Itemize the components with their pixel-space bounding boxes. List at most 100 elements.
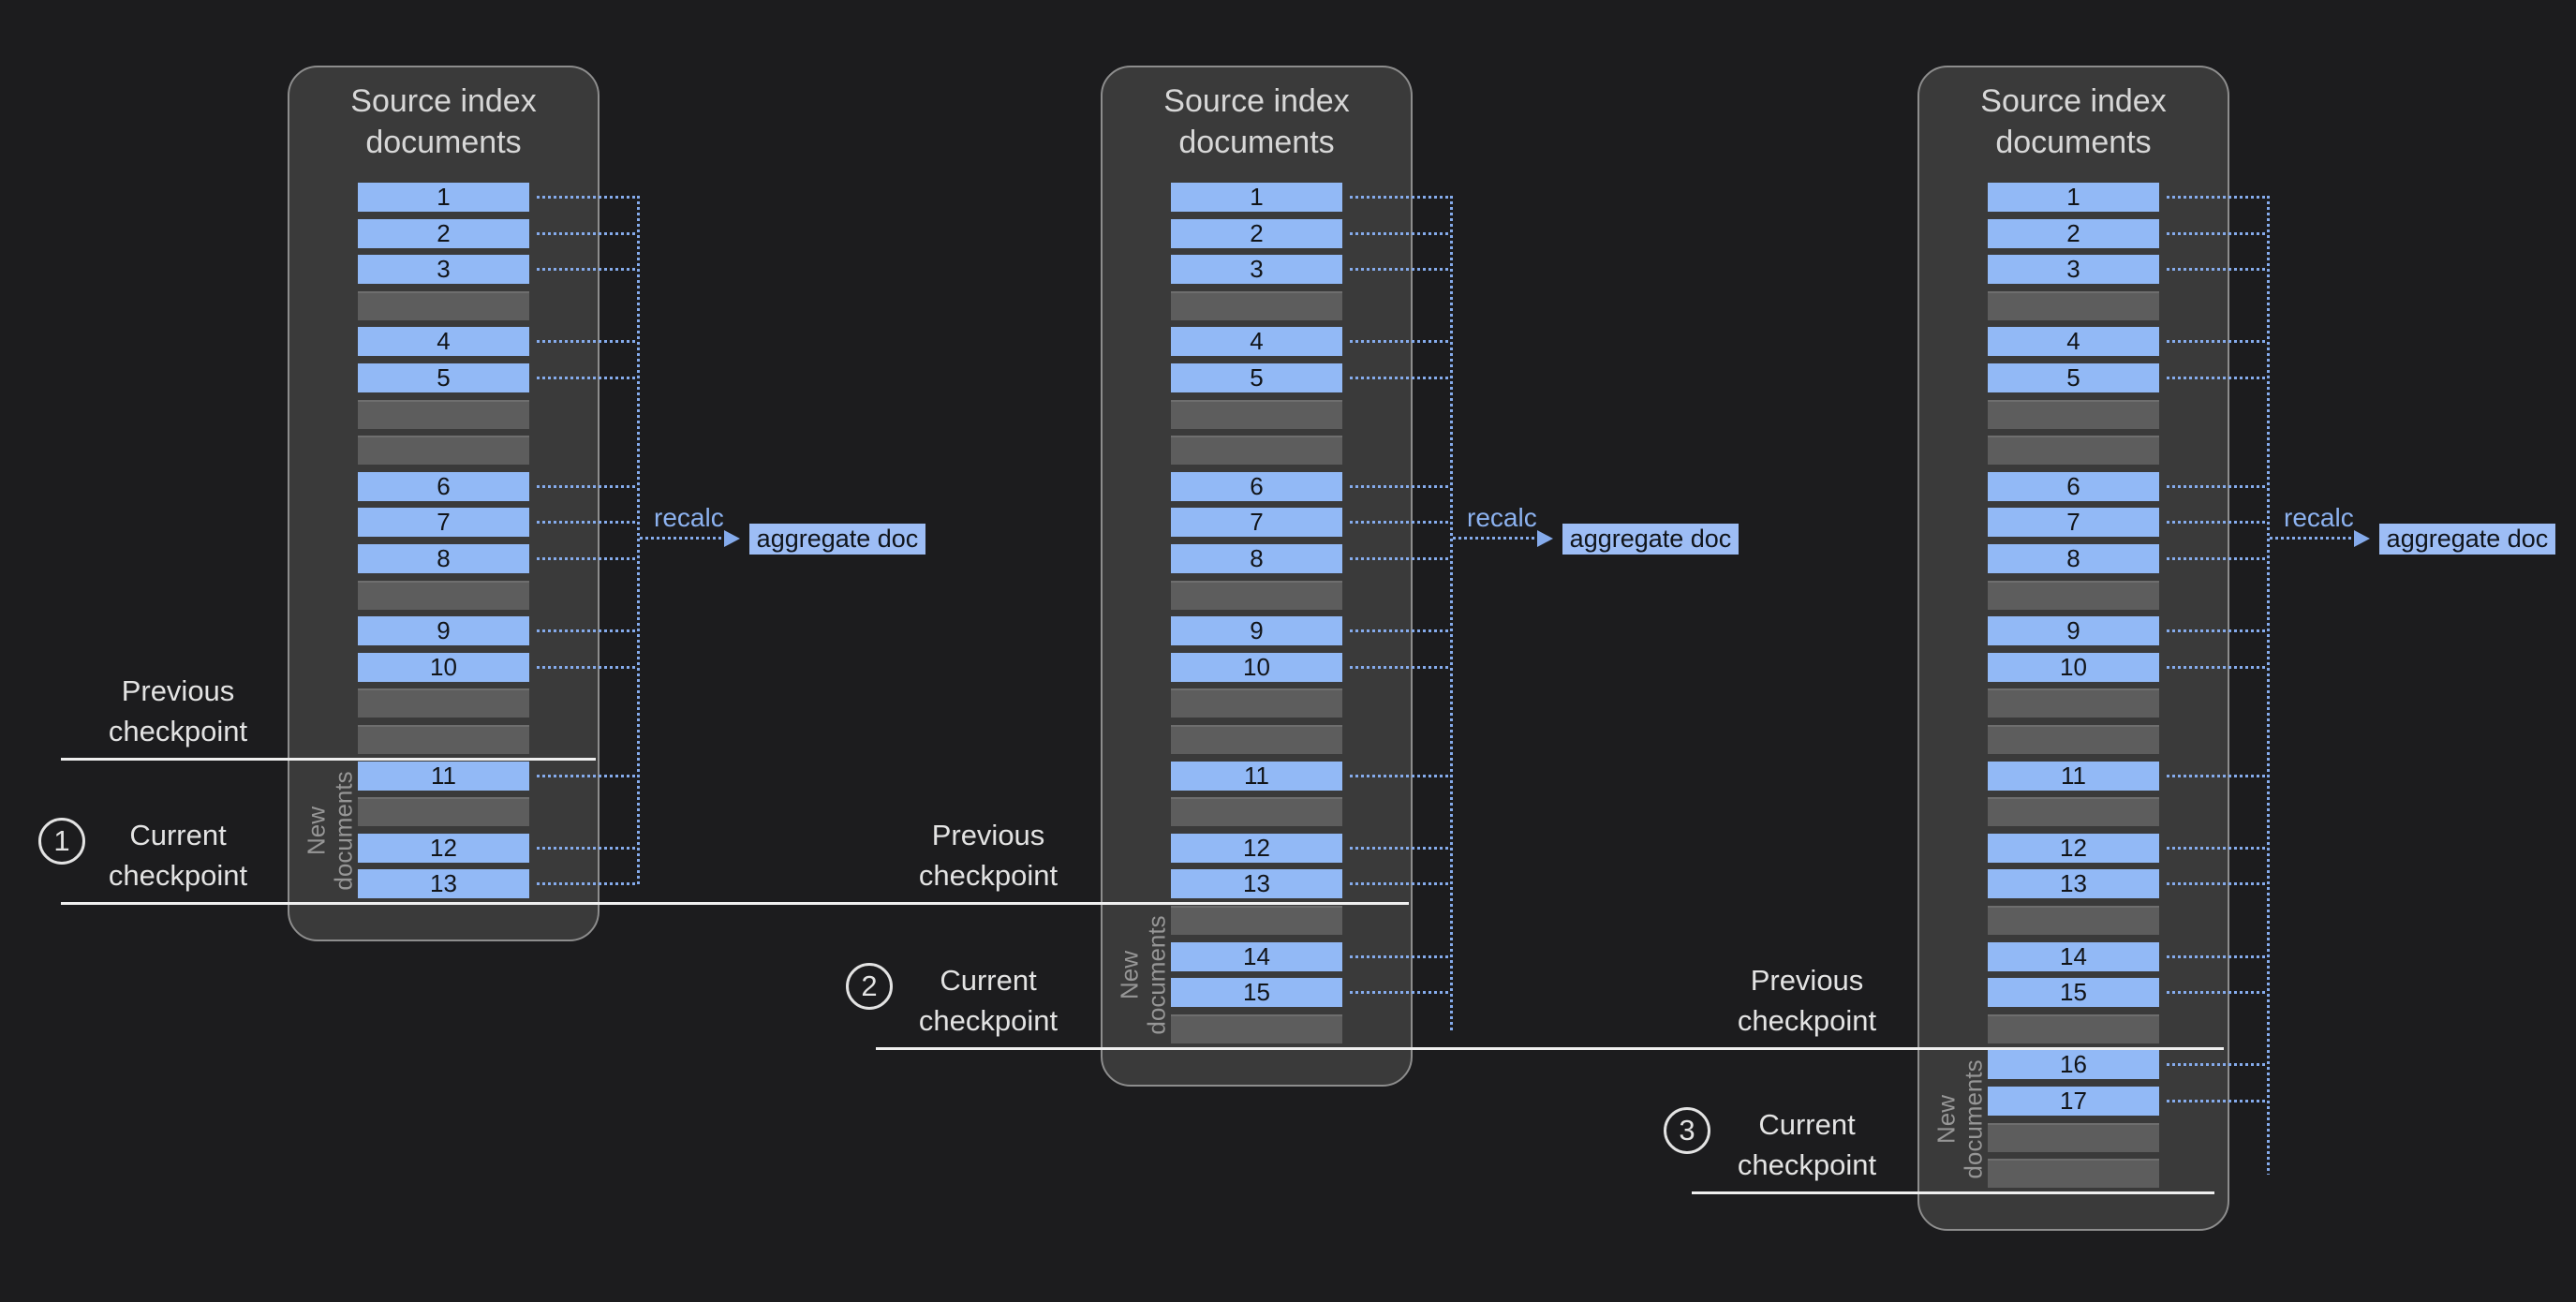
- checkpoint-line: [1692, 1191, 2214, 1194]
- empty-row: [1988, 1123, 2159, 1152]
- checkpoint-number-badge: 3: [1664, 1107, 1710, 1154]
- document-row: 15: [1988, 978, 2159, 1007]
- connector-line: [537, 340, 638, 343]
- recalc-arrow-line: [640, 537, 724, 540]
- document-row: 10: [1988, 653, 2159, 682]
- document-row: 6: [1988, 472, 2159, 501]
- document-row: 6: [358, 472, 529, 501]
- document-row: 6: [1171, 472, 1342, 501]
- document-row: 8: [358, 544, 529, 573]
- empty-row: [1988, 1159, 2159, 1188]
- connector-line: [2167, 666, 2268, 669]
- empty-row: [358, 581, 529, 610]
- panel-title: Source index: [289, 81, 598, 122]
- connector-line: [537, 882, 638, 885]
- document-row: 5: [358, 363, 529, 392]
- panel-title: Source index: [1103, 81, 1411, 122]
- document-row: 11: [1988, 762, 2159, 791]
- connector-line: [1350, 955, 1451, 958]
- recalc-arrow-line: [1453, 537, 1537, 540]
- document-row: 4: [358, 327, 529, 356]
- document-row: 7: [358, 508, 529, 537]
- empty-row: [1171, 400, 1342, 429]
- connector-line: [1350, 991, 1451, 994]
- connector-line: [2167, 521, 2268, 524]
- document-row: 2: [358, 219, 529, 248]
- connector-line: [2167, 1100, 2268, 1102]
- connector-line: [2167, 775, 2268, 777]
- document-row: 10: [358, 653, 529, 682]
- recalc-arrow-line: [2270, 537, 2354, 540]
- empty-row: [1171, 725, 1342, 754]
- connector-line: [1350, 196, 1451, 199]
- connector-line: [2167, 991, 2268, 994]
- document-row: 9: [358, 616, 529, 645]
- empty-row: [1988, 400, 2159, 429]
- panel-title: Source index: [1919, 81, 2228, 122]
- empty-row: [1988, 581, 2159, 610]
- document-row: 15: [1171, 978, 1342, 1007]
- empty-row: [1171, 581, 1342, 610]
- document-row: 1: [1171, 183, 1342, 212]
- empty-row: [1171, 436, 1342, 465]
- connector-line: [537, 666, 638, 669]
- previous-checkpoint-label: checkpoint: [829, 855, 1147, 895]
- connector-line: [2167, 196, 2268, 199]
- checkpoint-line: [61, 758, 596, 761]
- connector-line: [1350, 666, 1451, 669]
- document-row: 12: [1988, 834, 2159, 863]
- document-row: 11: [358, 762, 529, 791]
- connector-line: [537, 485, 638, 488]
- empty-row: [358, 797, 529, 826]
- document-row: 8: [1988, 544, 2159, 573]
- connector-line: [537, 629, 638, 632]
- document-row: 17: [1988, 1087, 2159, 1116]
- panel-title: documents: [1103, 122, 1411, 163]
- connector-line: [1350, 377, 1451, 379]
- checkpoint-number-badge: 1: [38, 818, 85, 865]
- empty-row: [1988, 725, 2159, 754]
- bracket-line: [2267, 196, 2270, 1175]
- empty-row: [1988, 797, 2159, 826]
- empty-row: [358, 725, 529, 754]
- connector-line: [537, 775, 638, 777]
- connector-line: [2167, 485, 2268, 488]
- empty-row: [1988, 436, 2159, 465]
- recalc-arrowhead: [2354, 530, 2370, 547]
- connector-line: [2167, 340, 2268, 343]
- empty-row: [358, 291, 529, 320]
- recalc-arrowhead: [1537, 530, 1553, 547]
- connector-line: [2167, 232, 2268, 235]
- previous-checkpoint-label: checkpoint: [19, 711, 337, 751]
- document-row: 14: [1171, 942, 1342, 971]
- checkpoint-line: [61, 902, 1409, 905]
- document-row: 8: [1171, 544, 1342, 573]
- document-row: 9: [1171, 616, 1342, 645]
- document-row: 13: [1988, 869, 2159, 898]
- connector-line: [1350, 847, 1451, 850]
- connector-line: [537, 232, 638, 235]
- empty-row: [1171, 688, 1342, 718]
- document-row: 14: [1988, 942, 2159, 971]
- connector-line: [1350, 268, 1451, 271]
- connector-line: [2167, 268, 2268, 271]
- bracket-line: [637, 196, 640, 885]
- connector-line: [1350, 882, 1451, 885]
- connector-line: [1350, 775, 1451, 777]
- empty-row: [358, 400, 529, 429]
- aggregate-doc-badge: aggregate doc: [2379, 524, 2555, 555]
- document-row: 13: [1171, 869, 1342, 898]
- connector-line: [1350, 521, 1451, 524]
- empty-row: [1988, 688, 2159, 718]
- connector-line: [1350, 629, 1451, 632]
- connector-line: [537, 521, 638, 524]
- recalc-label: recalc: [1467, 503, 1537, 533]
- previous-checkpoint-label: Previous: [19, 671, 337, 711]
- checkpoint-line: [876, 1047, 2224, 1050]
- document-row: 3: [1171, 255, 1342, 284]
- connector-line: [2167, 955, 2268, 958]
- previous-checkpoint-label: checkpoint: [1648, 1000, 1966, 1041]
- empty-row: [1171, 291, 1342, 320]
- connector-line: [2167, 377, 2268, 379]
